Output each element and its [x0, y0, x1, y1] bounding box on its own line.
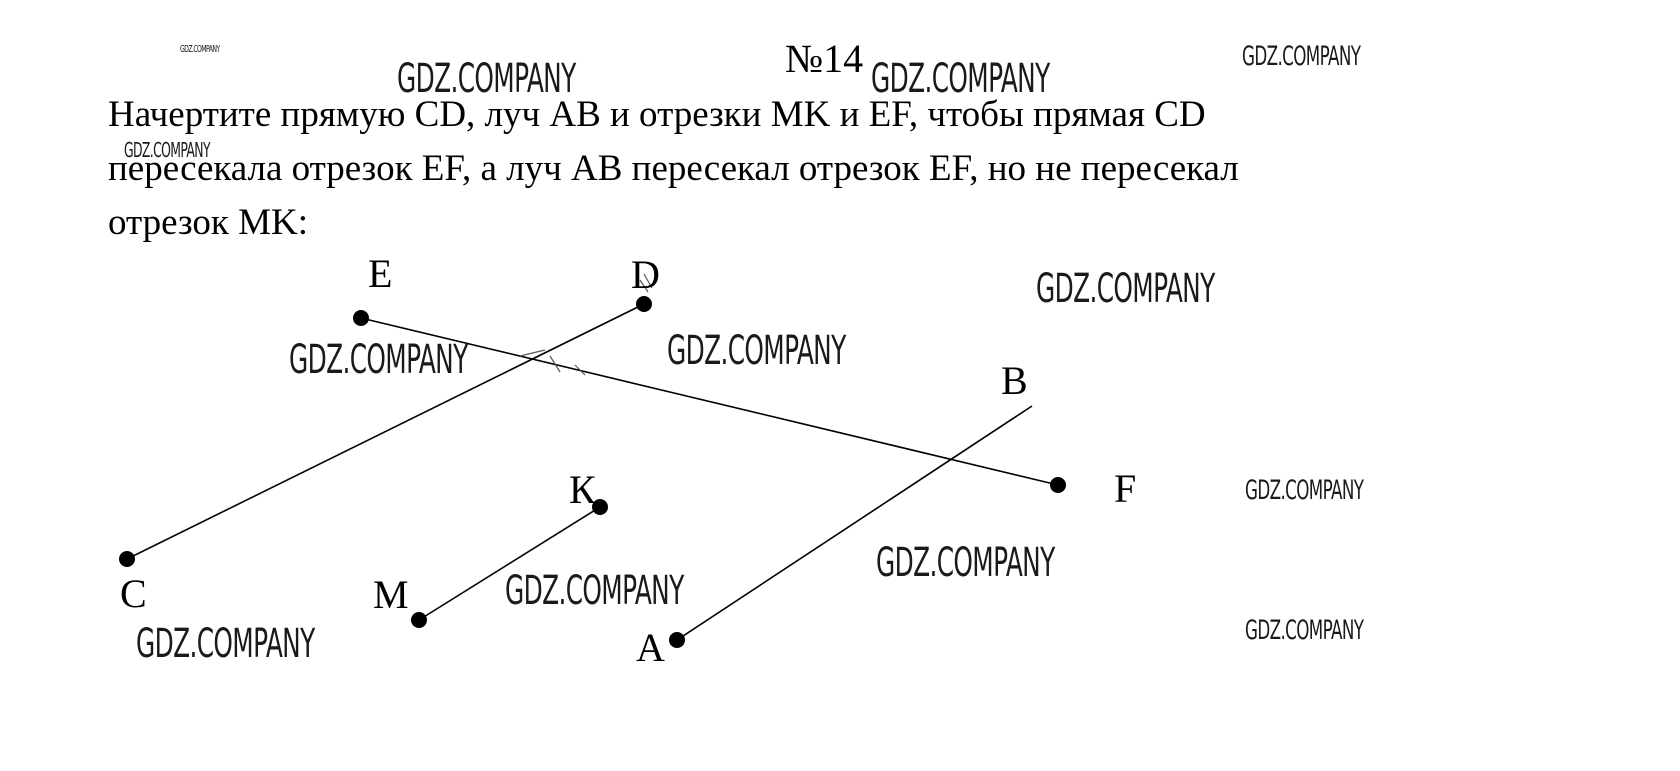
label-b: B [1001, 358, 1028, 403]
segment-mk [418, 506, 601, 621]
line-cd [126, 303, 645, 560]
ray-ab [676, 405, 1033, 641]
watermark: GDZ.COMPANY [1245, 475, 1364, 506]
watermark: GDZ.COMPANY [136, 621, 315, 667]
point-e [353, 310, 369, 326]
label-f: F [1114, 466, 1136, 511]
label-k: К [569, 467, 596, 512]
label-e: E [368, 251, 392, 296]
scribble-marks [519, 273, 653, 376]
watermark: GDZ.COMPANY [1036, 266, 1215, 312]
watermark: GDZ.COMPANY [1245, 615, 1364, 646]
problem-line-2: пересекала отрезок EF, а луч AB пересека… [108, 148, 1239, 189]
problem-line-1: Начертите прямую CD, луч AB и отрезки MK… [108, 94, 1206, 135]
label-m: M [373, 572, 409, 617]
watermark: GDZ.COMPANY [667, 328, 846, 374]
watermark: GDZ.COMPANY [1242, 41, 1361, 72]
watermark: GDZ.COMPANY [505, 568, 684, 614]
watermark: GDZ.COMPANY [124, 138, 211, 162]
label-d: D [631, 252, 660, 297]
point-f [1050, 477, 1066, 493]
point-d [636, 296, 652, 312]
problem-statement: Начертите прямую CD, луч AB и отрезки MK… [108, 88, 1508, 250]
point-k [592, 499, 608, 515]
problem-line-3: отрезок MK: [108, 202, 309, 243]
point-c [119, 551, 135, 567]
watermark: GDZ.COMPANY [289, 337, 468, 383]
point-m [411, 612, 427, 628]
watermark: GDZ.COMPANY [180, 44, 220, 55]
watermark: GDZ.COMPANY [397, 56, 576, 102]
watermark: GDZ.COMPANY [876, 540, 1055, 586]
watermark: GDZ.COMPANY [871, 56, 1050, 102]
label-c: C [120, 571, 147, 616]
segment-ef [360, 317, 1059, 486]
label-a: A [636, 625, 665, 670]
point-a [669, 632, 685, 648]
problem-number: №14 [785, 36, 864, 81]
